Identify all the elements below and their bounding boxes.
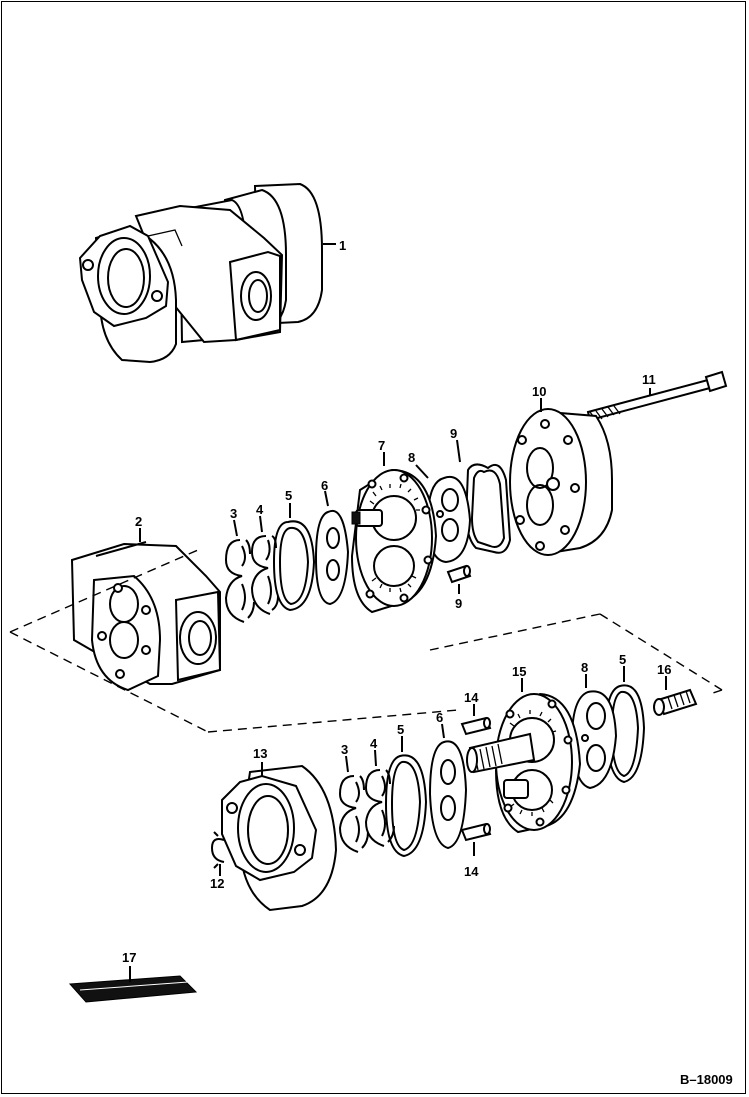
pump-assembly-complete	[78, 182, 336, 364]
label-part-6-bottom: 6	[436, 710, 443, 725]
alignment-boundary	[9, 549, 723, 733]
upper-gasket	[314, 490, 350, 606]
lower-o-ring-front	[384, 736, 428, 858]
label-part-5-rear: 5	[619, 652, 626, 667]
label-part-5-top: 5	[285, 488, 292, 503]
lower-dowel-pin-bottom	[460, 822, 492, 856]
label-part-6-top: 6	[321, 478, 328, 493]
label-part-9-top: 9	[450, 426, 457, 441]
front-cover-housing	[221, 762, 338, 912]
label-part-8-top: 8	[408, 450, 415, 465]
label-part-9-bottom: 9	[455, 596, 462, 611]
label-part-2: 2	[135, 514, 142, 529]
upper-wear-plate	[415, 464, 472, 564]
threaded-sleeve	[653, 676, 698, 716]
label-part-4-bottom: 4	[370, 736, 378, 751]
label-part-11: 11	[642, 372, 656, 387]
long-bolt	[586, 370, 728, 422]
figure-number: B–18009	[680, 1072, 733, 1087]
label-part-17: 17	[122, 950, 136, 965]
label-part-3-top: 3	[230, 506, 237, 521]
label-part-1: 1	[339, 238, 346, 253]
lower-gasket	[428, 723, 468, 850]
rear-cover	[509, 398, 613, 556]
label-part-8-bottom: 8	[581, 660, 588, 675]
label-part-14-top: 14	[464, 690, 479, 705]
label-part-10: 10	[532, 384, 546, 399]
upper-dowel-pin	[446, 564, 472, 594]
upper-o-ring	[272, 503, 316, 612]
label-part-13: 13	[253, 746, 267, 761]
label-part-3-bottom: 3	[341, 742, 348, 757]
seal-kit-strip	[68, 966, 198, 1003]
label-part-14-bottom: 14	[464, 864, 479, 879]
upper-gear-housing	[350, 452, 438, 614]
label-part-15: 15	[512, 664, 526, 679]
lower-backup-ring	[364, 749, 395, 847]
front-gear-housing	[70, 528, 222, 692]
upper-backup-ring	[250, 515, 279, 615]
label-part-5-front: 5	[397, 722, 404, 737]
lower-dowel-pin-top	[460, 704, 492, 736]
upper-seal-ring	[456, 439, 512, 554]
lower-backup-ring-2	[338, 755, 369, 853]
label-part-7: 7	[378, 438, 385, 453]
retaining-ring	[210, 831, 225, 876]
label-part-12: 12	[210, 876, 224, 891]
label-part-4-top: 4	[256, 502, 264, 517]
callout-labels: 1 11 10 9 7 8 6 5 4 3 2 9 15 8 5 16 14 6…	[122, 238, 733, 1087]
label-part-16: 16	[657, 662, 671, 677]
upper-backup-ring-2	[224, 519, 255, 623]
lower-gear-housing	[466, 678, 582, 834]
